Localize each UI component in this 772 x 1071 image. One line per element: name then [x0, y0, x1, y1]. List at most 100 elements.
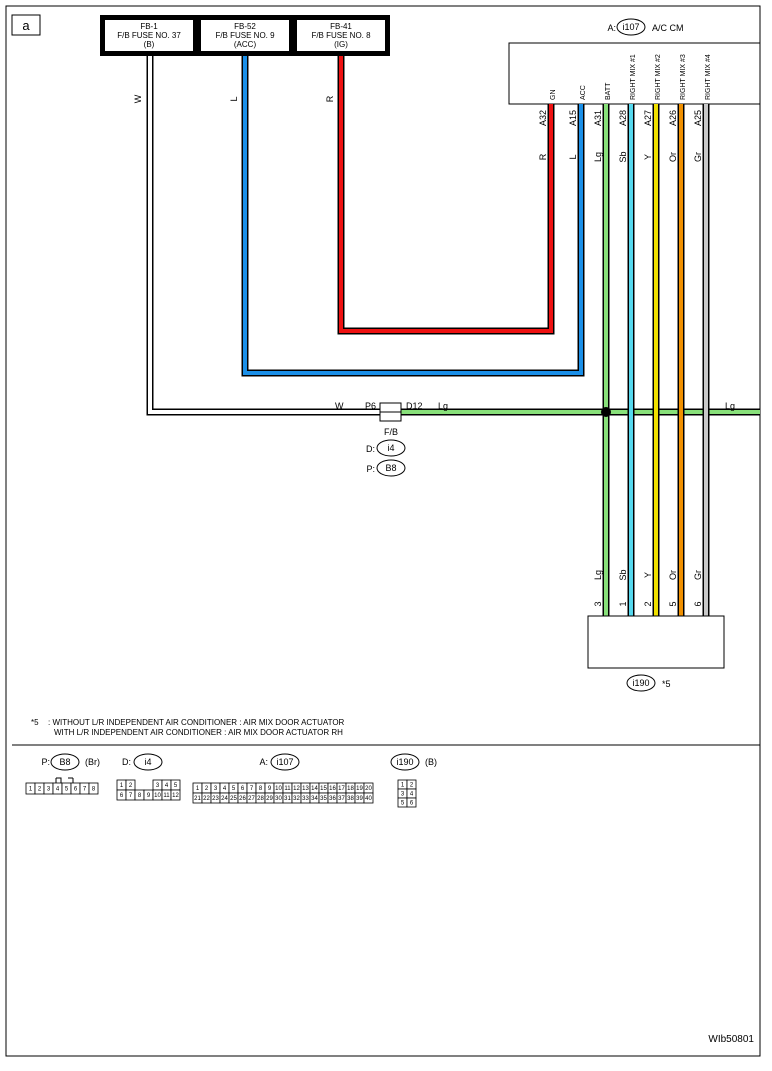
ac-wire-color-labels: R L Lg Sb Y Or Gr	[538, 151, 703, 162]
joint-ref-oval	[376, 459, 406, 477]
joint-ref-prefix: P:	[366, 464, 375, 474]
connector-pin-number: 9	[147, 793, 151, 799]
wire-w	[148, 56, 380, 414]
fuse-id: FB-41	[330, 22, 352, 31]
joint-ref-oval	[376, 439, 406, 457]
connector-pin-number: 36	[329, 796, 336, 802]
wire-label-l: L	[229, 96, 239, 101]
connector-pin-number: 8	[92, 787, 96, 793]
fuse-box-fb52	[201, 20, 289, 51]
figure-id: WIb50801	[708, 1034, 754, 1045]
terminal-label: ACC	[580, 85, 587, 100]
actuator-box	[587, 615, 725, 669]
connector-pin-cell	[363, 792, 374, 804]
terminal-label: BATT	[605, 82, 612, 100]
actuator-pin-number: 3	[593, 601, 603, 606]
connector-pin-number: 10	[275, 786, 282, 792]
connector-pin-number: 12	[293, 786, 300, 792]
wire-color-label: Y	[643, 154, 653, 160]
connector-pin-number: 6	[241, 786, 245, 792]
connector-pin-number: 1	[29, 787, 33, 793]
connector-pin-cell	[170, 789, 181, 801]
pin-number: A27	[643, 110, 653, 126]
connector-pin-number: 28	[257, 796, 264, 802]
note-mark: *5	[31, 718, 39, 727]
connector-pin-number: 40	[365, 796, 372, 802]
connector-pin-number: 5	[401, 801, 405, 807]
connector-view-color: (B)	[425, 757, 437, 767]
connector-pin-number: 18	[347, 786, 354, 792]
ac-module-connector: i107	[622, 22, 639, 32]
connector-pin-number: 16	[329, 786, 336, 792]
connector-pin-number: 1	[401, 783, 405, 789]
connector-pin-number: 4	[56, 787, 60, 793]
connector-pin-number: 12	[172, 793, 179, 799]
wire-r-outline	[337, 56, 555, 335]
wire-color-label: L	[568, 154, 578, 159]
wire-color-label: Lg	[593, 152, 603, 162]
note-line-1: : WITHOUT L/R INDEPENDENT AIR CONDITIONE…	[48, 718, 345, 727]
joint-right-pin: D12	[406, 401, 423, 411]
connector-pin-number: 11	[284, 786, 291, 792]
connector-view-name: i190	[396, 757, 413, 767]
connector-pin-number: 22	[203, 796, 210, 802]
pin-number: A15	[568, 110, 578, 126]
actuator-pin-number: 1	[618, 601, 628, 606]
connector-view-color: (Br)	[85, 757, 100, 767]
fuse-id: FB-1	[140, 22, 158, 31]
connector-pin-number: 6	[74, 787, 78, 793]
connector-pin-number: 5	[232, 786, 236, 792]
connector-pin-number: 5	[65, 787, 69, 793]
connector-pin-number: 1	[120, 783, 124, 789]
fuse-name: F/B FUSE NO. 8	[311, 31, 371, 40]
joint-right-wire: Lg	[438, 401, 448, 411]
frame-label-box	[11, 14, 41, 36]
joint-left-pin: P6	[365, 401, 376, 411]
connector-pin-number: 3	[156, 783, 160, 789]
actuator: Lg Sb Y Or Gr 3 1 2 5 6 i190 *5	[587, 569, 725, 692]
connector-pin-number: 32	[293, 796, 300, 802]
actuator-note-mark: *5	[662, 679, 671, 689]
wire-l	[243, 56, 583, 375]
connector-pin-number: 30	[275, 796, 282, 802]
joint-name: F/B	[384, 427, 398, 437]
joint-connector: W P6 D12 Lg Lg F/B D: i4 P: B8	[335, 401, 735, 477]
connector-view-name: B8	[59, 757, 70, 767]
connector-pin-number: 17	[338, 786, 345, 792]
connector-view-oval	[270, 753, 300, 771]
fuse-id: FB-52	[234, 22, 256, 31]
wire-label-w: W	[133, 94, 143, 103]
connector-pin-number: 7	[129, 793, 133, 799]
wire-w-outline	[146, 56, 380, 416]
connector-pin-number: 2	[38, 787, 42, 793]
lg-far-right-label: Lg	[725, 401, 735, 411]
connector-view-prefix: D:	[122, 757, 131, 767]
connector-pin-number: 9	[268, 786, 272, 792]
connector-pin-number: 4	[410, 792, 414, 798]
wire-r	[339, 56, 553, 333]
connector-pin-number: 4	[223, 786, 227, 792]
ac-module-name: A/C CM	[652, 23, 684, 33]
connector-pin-number: 25	[230, 796, 237, 802]
note-line-2: WITH L/R INDEPENDENT AIR CONDITIONER : A…	[54, 728, 343, 737]
wire-color-label: Gr	[693, 152, 703, 162]
connector-pin-number: 4	[165, 783, 169, 789]
connector-pin-number: 34	[311, 796, 318, 802]
connector-pin-number: 3	[214, 786, 218, 792]
pin-number: A25	[693, 110, 703, 126]
terminal-label: RIGHT MIX #2	[655, 54, 662, 100]
actuator-pin-number: 2	[643, 601, 653, 606]
frame-label: a	[22, 18, 30, 33]
actuator-connector: i190	[632, 678, 649, 688]
wire-color-label: Or	[668, 152, 678, 162]
connector-pin-number: 20	[365, 786, 372, 792]
connector-pin-number: 29	[266, 796, 273, 802]
connector-pin-number: 14	[311, 786, 318, 792]
fuse-sub: (IG)	[334, 40, 348, 49]
